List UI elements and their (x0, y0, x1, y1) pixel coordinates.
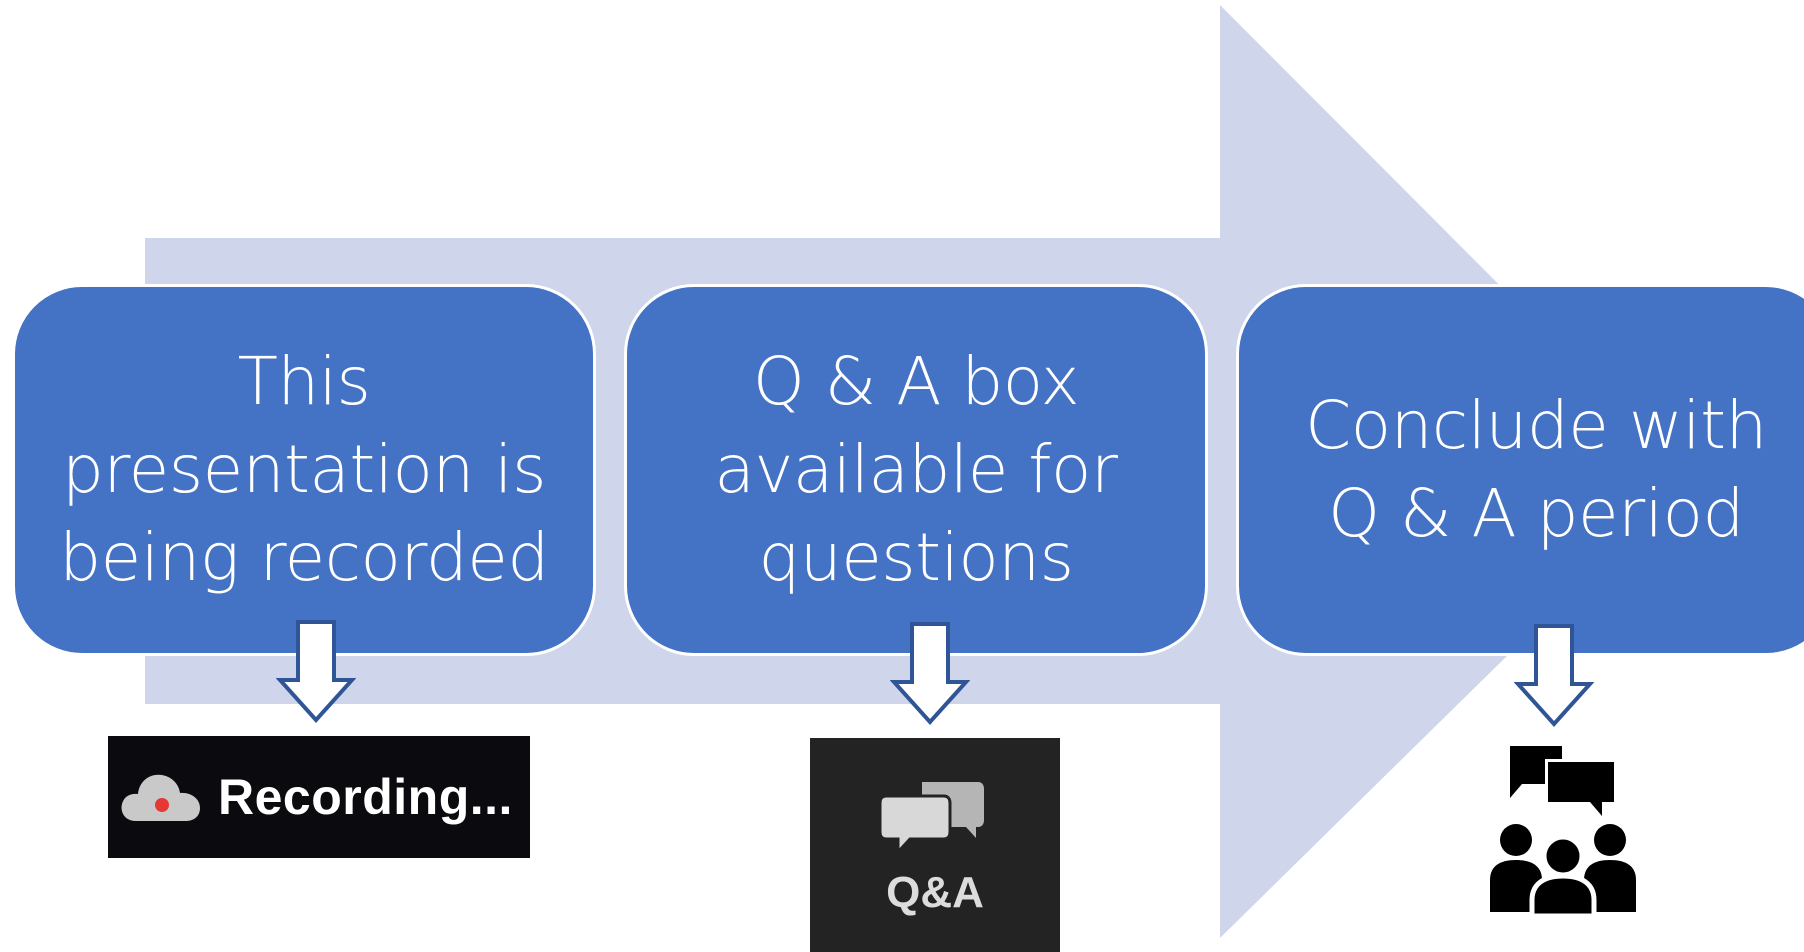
step-qa-box: Q & A box available for questions (624, 284, 1208, 656)
recording-label: Recording... (218, 769, 513, 825)
step-text-line: presentation is (62, 431, 546, 508)
cloud-record-icon (121, 774, 200, 821)
qa-label: Q&A (886, 868, 984, 917)
down-arrow-icon (276, 620, 356, 723)
speech-bubbles-icon (878, 782, 984, 856)
recording-indicator: Recording... (108, 736, 530, 858)
step-text-line: questions (758, 519, 1074, 596)
down-arrow-icon (890, 622, 970, 725)
step-text-line: Conclude with (1305, 387, 1767, 464)
qa-button: Q&A (810, 738, 1060, 952)
step-text-line: Q & A period (1328, 475, 1744, 552)
step-text-line: being recorded (59, 519, 549, 596)
step-recording-notice: This presentation is being recorded (12, 284, 596, 656)
down-arrow-icon (1514, 624, 1594, 727)
step-conclusion: Conclude with Q & A period (1236, 284, 1804, 656)
step-text-line: This (237, 343, 371, 420)
step-text-line: available for (714, 431, 1118, 508)
step-text-line: Q & A box (752, 343, 1080, 420)
audience-discussion-icon (1490, 746, 1636, 916)
